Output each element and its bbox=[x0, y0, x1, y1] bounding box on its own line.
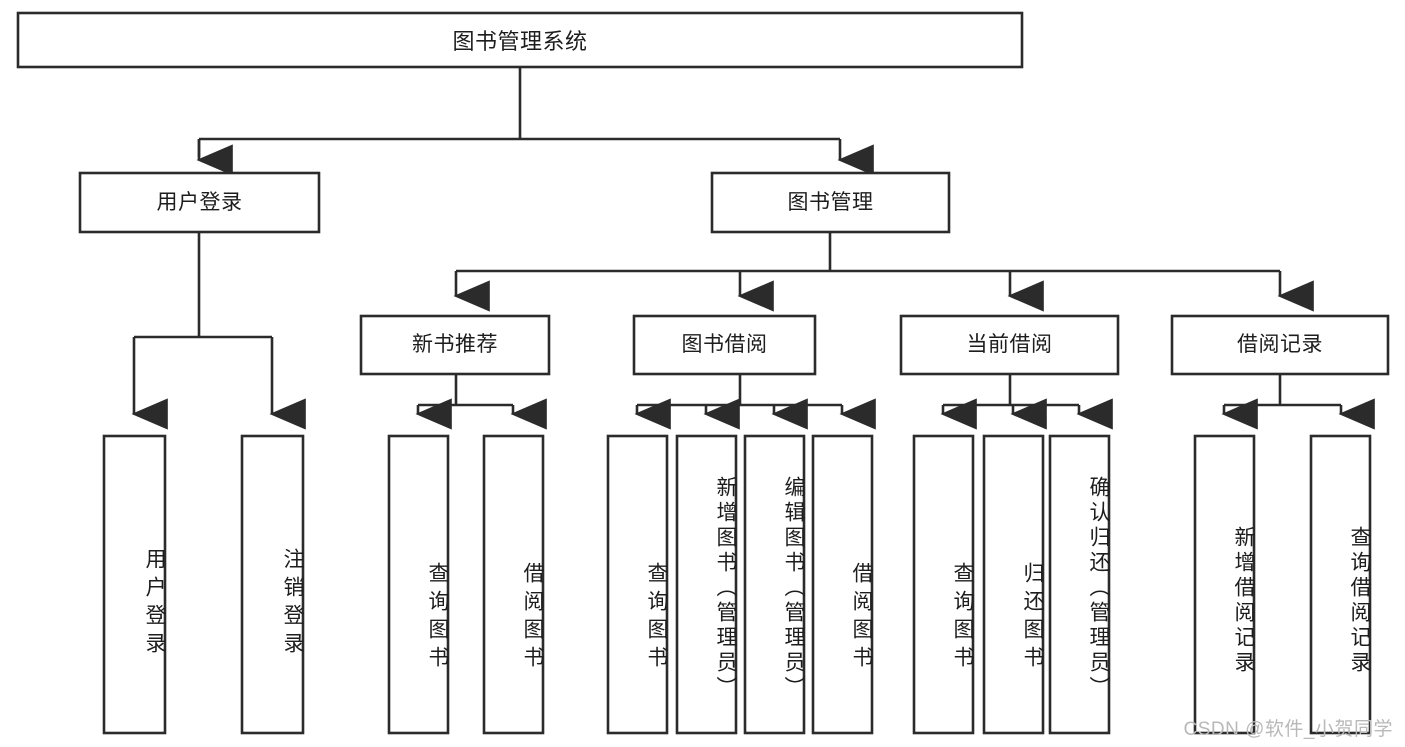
node-box-leaf-borrow-book-1[interactable] bbox=[482, 434, 545, 735]
node-box-leaf-confirm-return[interactable] bbox=[1048, 434, 1111, 735]
connector-userlogin-to-leaves bbox=[131, 232, 306, 430]
node-box-leaf-query-book-1[interactable] bbox=[387, 434, 450, 735]
node-box-leaf-query-book-3[interactable] bbox=[912, 434, 975, 735]
node-box-leaf-borrow-book-2[interactable] bbox=[811, 434, 874, 735]
connector-bookborrow-to-leaves bbox=[634, 374, 876, 430]
node-box-book-borrow[interactable] bbox=[632, 314, 817, 376]
node-box-leaf-edit-book[interactable] bbox=[743, 434, 806, 735]
connector-borrowrecord-to-leaves bbox=[1221, 374, 1375, 430]
connector-bookmanage-to-children bbox=[453, 232, 1314, 312]
node-box-current-borrow[interactable] bbox=[899, 314, 1120, 376]
node-box-leaf-return-book[interactable] bbox=[982, 434, 1045, 735]
node-box-leaf-query-record[interactable] bbox=[1309, 434, 1372, 735]
connector-root-to-level2 bbox=[196, 67, 874, 176]
node-box-new-book-rec[interactable] bbox=[359, 314, 551, 376]
node-box-leaf-add-book[interactable] bbox=[675, 434, 738, 735]
connector-newbook-to-leaves bbox=[415, 374, 547, 430]
watermark-text: CSDN @软件_小贺同学 bbox=[1183, 719, 1393, 740]
node-box-user-login[interactable] bbox=[78, 171, 321, 234]
node-box-leaf-user-login[interactable] bbox=[102, 434, 167, 735]
node-box-book-manage[interactable] bbox=[710, 171, 951, 234]
node-box-root[interactable] bbox=[16, 11, 1024, 69]
node-box-leaf-logout[interactable] bbox=[240, 434, 305, 735]
connector-currentborrow-to-leaves bbox=[940, 374, 1113, 430]
node-box-borrow-record[interactable] bbox=[1170, 314, 1390, 376]
node-box-leaf-add-record[interactable] bbox=[1193, 434, 1256, 735]
node-box-leaf-query-book-2[interactable] bbox=[606, 434, 669, 735]
